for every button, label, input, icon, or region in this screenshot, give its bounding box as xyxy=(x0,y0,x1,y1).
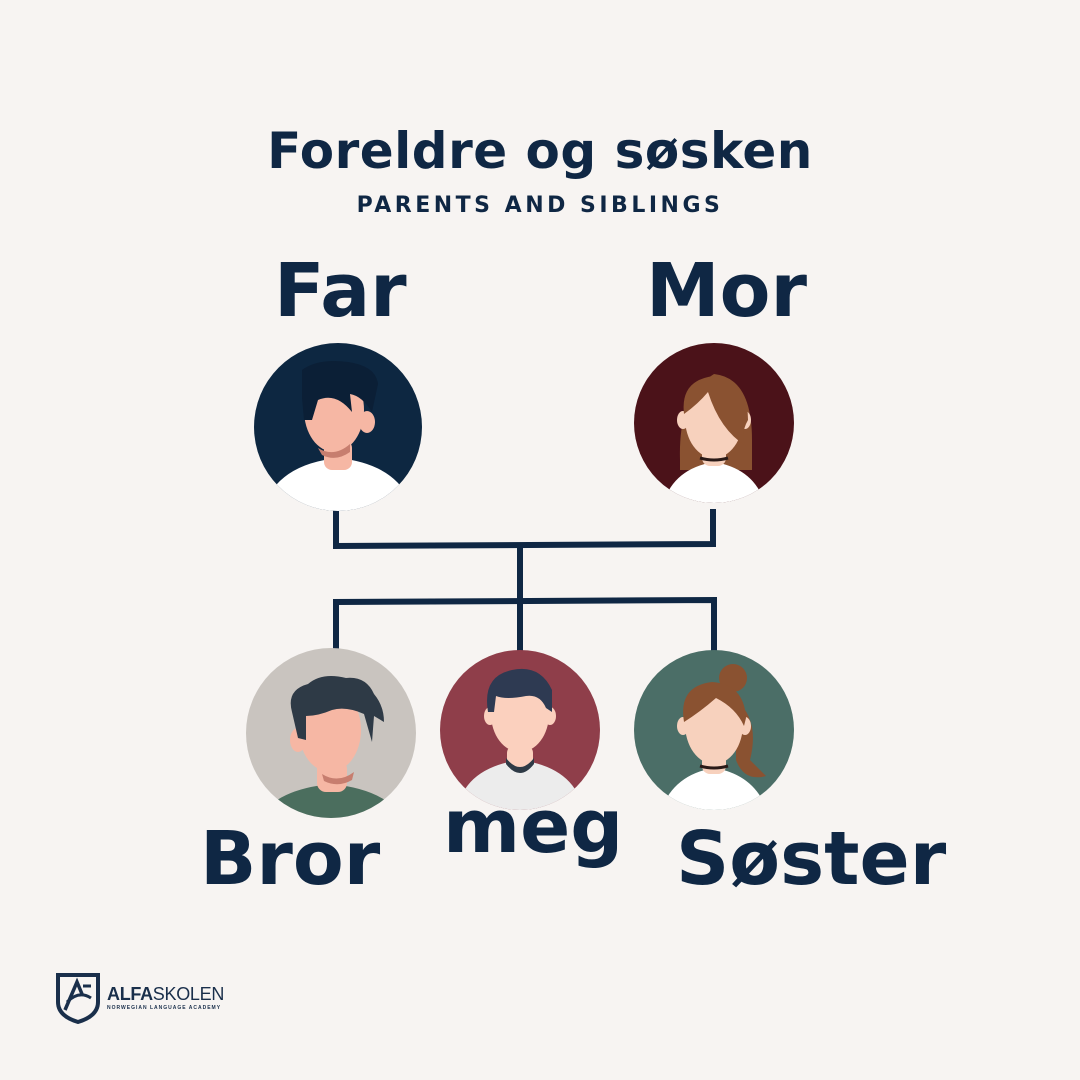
brand-name: ALFASKOLEN xyxy=(107,984,225,1004)
far-avatar-icon xyxy=(254,343,422,511)
tree-connectors xyxy=(333,502,717,653)
meg-label: meg xyxy=(443,784,624,870)
meg-avatar-icon xyxy=(440,650,600,810)
bror-label: Bror xyxy=(200,816,381,902)
brand-tagline: NORWEGIAN LANGUAGE ACADEMY xyxy=(107,1005,222,1011)
alfaskolen-logo: ALFASKOLEN NORWEGIAN LANGUAGE ACADEMY xyxy=(55,972,224,1024)
shield-logo-icon xyxy=(56,973,100,1024)
mor-label: Mor xyxy=(646,248,807,334)
soster-avatar-icon xyxy=(634,650,794,810)
mor-avatar-icon xyxy=(634,343,794,503)
far-label: Far xyxy=(274,248,407,334)
page-subtitle: PARENTS AND SIBLINGS xyxy=(356,193,724,218)
bror-avatar-icon xyxy=(246,648,416,818)
page-title: Foreldre og søsken xyxy=(267,122,813,180)
soster-label: Søster xyxy=(676,816,947,902)
parents-connector xyxy=(333,502,716,550)
children-connector xyxy=(333,596,717,653)
